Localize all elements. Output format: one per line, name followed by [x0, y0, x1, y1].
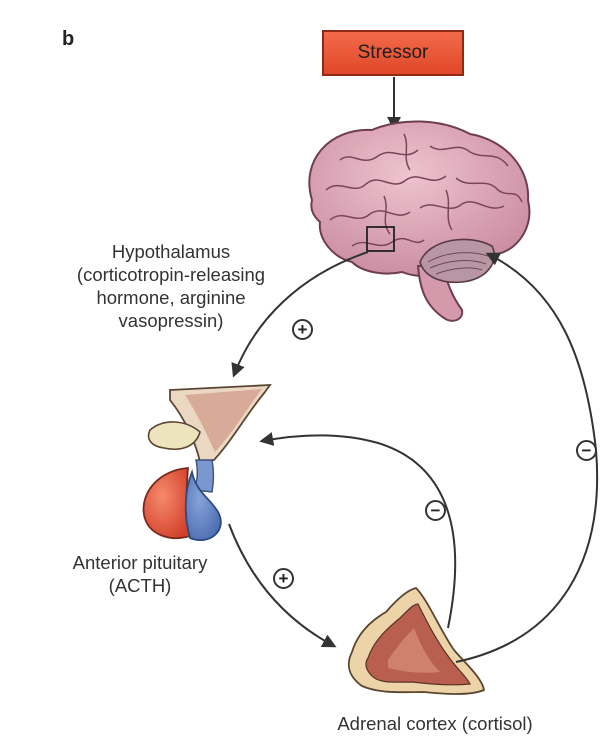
hypothalamus-line-1: Hypothalamus [111, 241, 231, 262]
pituitary-line-1: Anterior pituitary [72, 552, 208, 573]
plus-sign-pituitary: + [273, 568, 294, 589]
stressor-label: Stressor [357, 42, 429, 63]
hypothalamus-line-3: hormone, arginine [96, 287, 246, 308]
arrow-pituitary-to-adrenal [228, 523, 337, 648]
adrenal-illustration [347, 587, 486, 695]
arrow-adrenal-to-pituitary [259, 432, 457, 629]
stressor-box: Stressor [322, 30, 464, 76]
hypothalamus-line-2: (corticotropin-releasing [76, 264, 266, 285]
pituitary-label: Anterior pituitary (ACTH) [40, 551, 240, 597]
minus-sign-brain-feedback: − [576, 440, 597, 461]
pituitary-line-2: (ACTH) [108, 575, 172, 596]
hypothalamus-marker-box [366, 226, 395, 252]
hypothalamus-line-4: vasopressin) [118, 310, 224, 331]
arrow-adrenal-to-brain [455, 252, 598, 663]
arrow-hypothalamus-to-pituitary [231, 251, 369, 378]
brain-illustration [308, 120, 531, 322]
hypothalamus-label: Hypothalamus (corticotropin-releasing ho… [40, 240, 302, 332]
pituitary-illustration [142, 384, 272, 541]
minus-sign-pituitary-feedback: − [425, 500, 446, 521]
adrenal-label: Adrenal cortex (cortisol) [337, 713, 533, 734]
plus-sign-hypothalamus: + [292, 319, 313, 340]
panel-letter: b [62, 28, 75, 50]
